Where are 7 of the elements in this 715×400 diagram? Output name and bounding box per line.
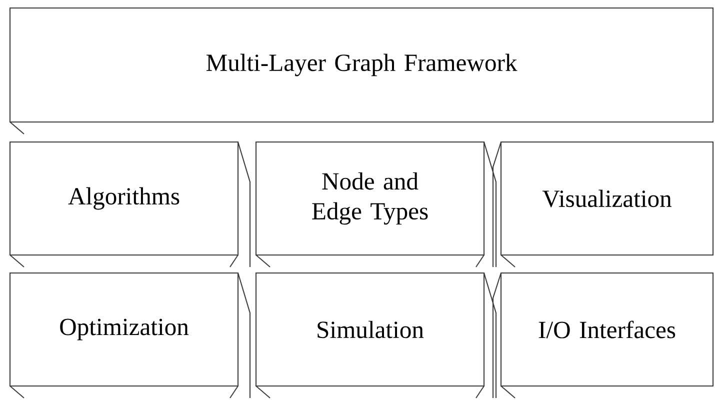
layer-box: Visualization (492, 141, 714, 268)
layer-box: Multi-Layer Graph Framework (9, 7, 714, 134)
layer-box: Optimization (9, 272, 251, 398)
layer-box: Algorithms (9, 141, 251, 268)
layer-box: Node and Edge Types (255, 141, 497, 268)
layer-box: I/O Interfaces (492, 272, 714, 398)
layer-box: Simulation (255, 272, 497, 398)
